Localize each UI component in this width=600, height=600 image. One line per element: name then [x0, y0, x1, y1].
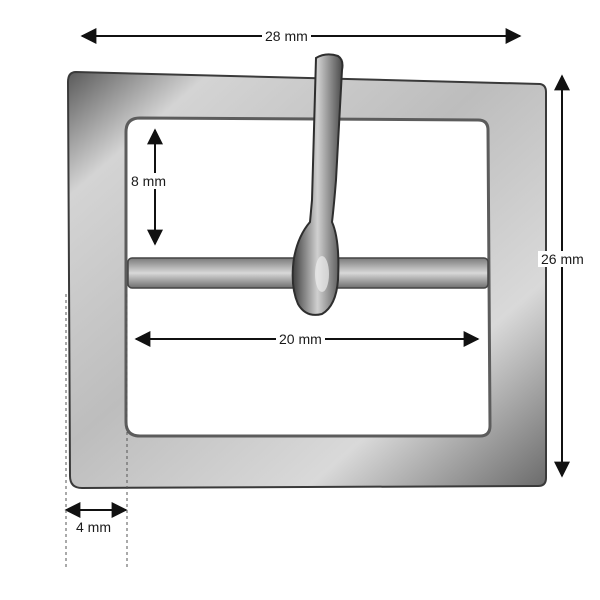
- height-label: 26 mm: [538, 251, 587, 267]
- inner-width-label: 20 mm: [276, 331, 325, 347]
- tongue-highlight: [315, 256, 329, 292]
- buckle-tongue: [291, 53, 344, 316]
- thickness-label: 4 mm: [73, 519, 114, 535]
- width-label: 28 mm: [262, 28, 311, 44]
- frame-inner-shadow: [124, 116, 492, 438]
- inner-height-label: 8 mm: [128, 173, 169, 189]
